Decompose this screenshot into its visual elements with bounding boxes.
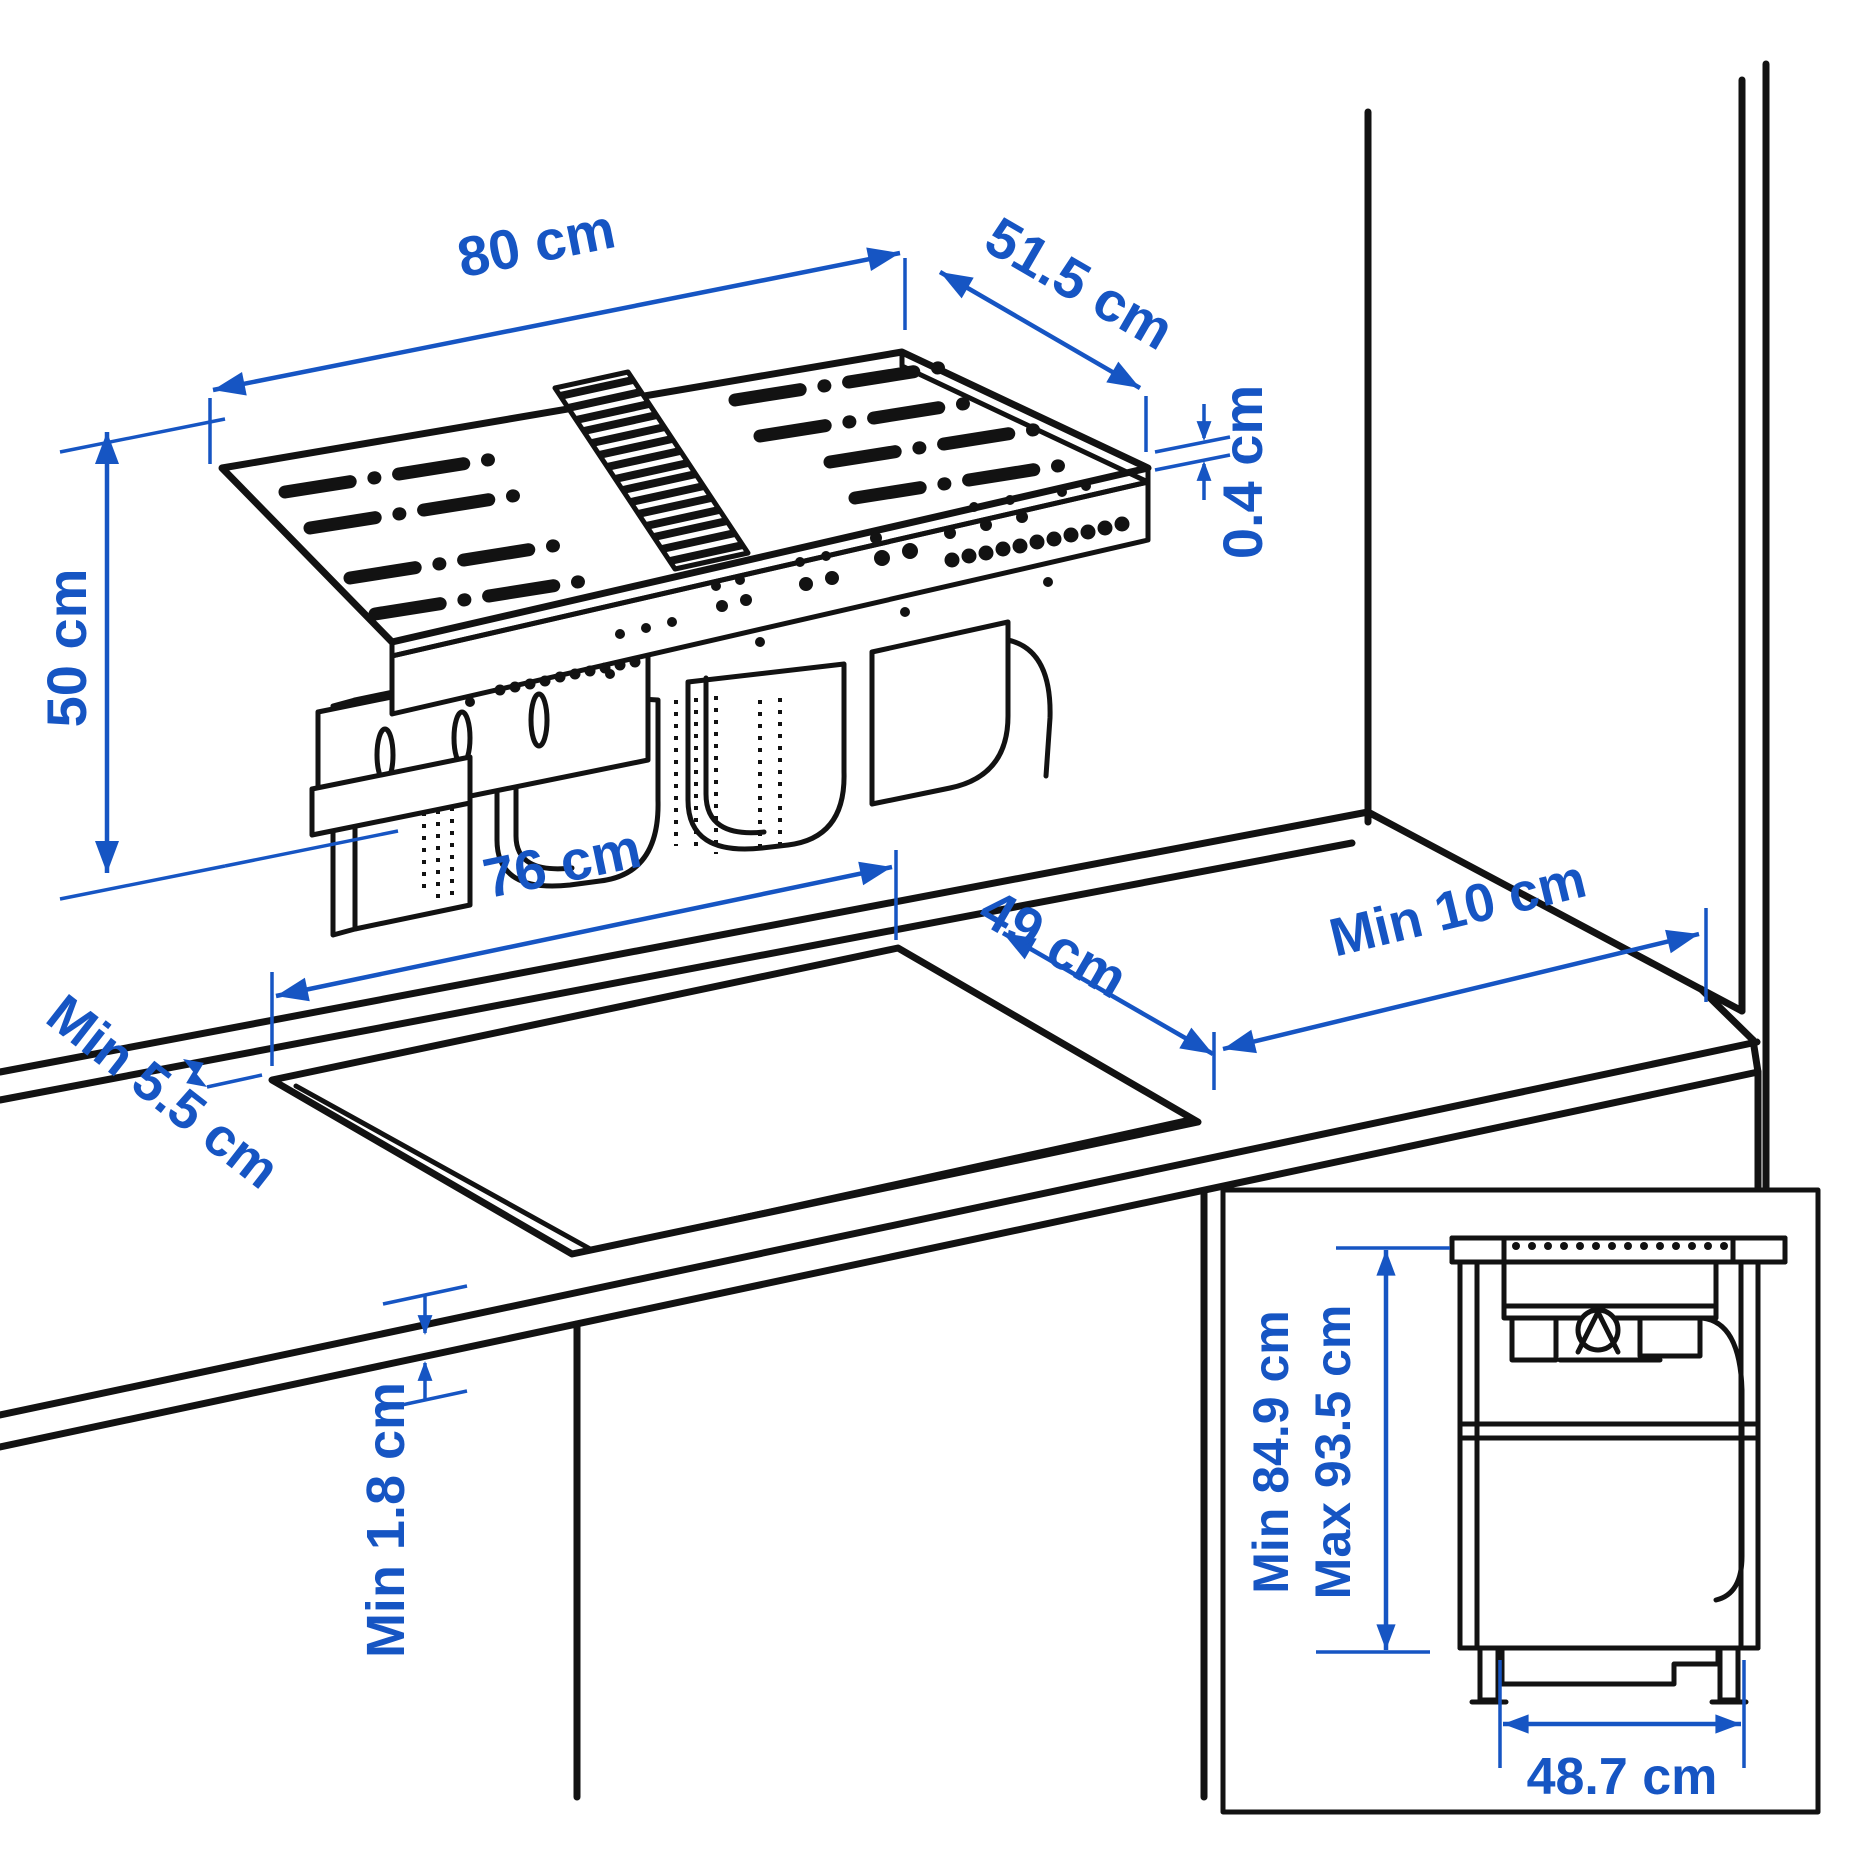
dimension-cabinet-height: Min 84.9 cm Max 93.5 cm [1243, 1246, 1450, 1654]
section-hob-left-flange [1449, 1235, 1507, 1265]
fan-scroll-right [685, 661, 847, 852]
label-worktop-thickness: Min 1.8 cm [356, 1382, 416, 1658]
right-wall-base [1364, 808, 1746, 1015]
cabinet-section-inset [1220, 1187, 1821, 1815]
section-leg-left [1477, 1645, 1501, 1703]
worktop-corner-edge [1749, 1036, 1762, 1076]
label-hob-width: 80 cm [452, 196, 620, 289]
apron-perforations [465, 516, 1130, 707]
worktop-cutout-inner-face [293, 1083, 1189, 1253]
section-motor-bracket [1575, 1309, 1621, 1355]
touch-controls [615, 481, 1091, 639]
label-glass-thickness: 0.4 cm [1211, 385, 1274, 559]
label-cabinet-height-min: Min 84.9 cm [1243, 1310, 1299, 1593]
glass-right-thickness [899, 363, 1151, 485]
extractor-foot [309, 754, 473, 838]
back-wall-base [0, 808, 1372, 1076]
fan-scroll-right-inner [703, 675, 767, 836]
dimension-glass-thickness: 0.4 cm [1154, 385, 1274, 559]
dimension-worktop-thickness: Min 1.8 cm [356, 1284, 468, 1658]
fan-scroll-left-inner [513, 691, 575, 872]
label-cabinet-height-max: Max 93.5 cm [1305, 1305, 1361, 1600]
dimension-unit-height: 50 cm [35, 417, 399, 901]
section-plenum [1501, 1259, 1719, 1321]
worktop-front-top-edge [0, 1038, 1761, 1419]
hob-extractor-unit [218, 348, 1152, 938]
section-motor-left [1509, 1315, 1559, 1363]
extractor-duct-box [869, 619, 1011, 807]
vent-slot [528, 691, 550, 749]
label-side-clearance: Min 10 cm [1324, 849, 1592, 969]
worktop-front-bottom-edge [0, 1068, 1762, 1451]
cooking-zones [278, 359, 1077, 621]
label-cabinet-width: 48.7 cm [1527, 1748, 1718, 1806]
worktop [0, 839, 1762, 1801]
worktop-rear-edge [0, 839, 1356, 1104]
room-walls [0, 60, 1770, 1194]
label-unit-height: 50 cm [35, 569, 98, 728]
section-leg-right [1717, 1645, 1741, 1703]
worktop-right-edge [1697, 985, 1757, 1044]
section-motor-right [1637, 1315, 1703, 1359]
extractor-grille [552, 369, 751, 572]
label-rear-clearance: Min 5.5 cm [36, 983, 291, 1200]
label-hob-depth: 51.5 cm [975, 204, 1184, 362]
section-grille-dots [1512, 1242, 1728, 1250]
dimension-rear-clearance: Min 5.5 cm [36, 983, 291, 1200]
section-plinth [1499, 1645, 1721, 1687]
dimension-cabinet-width: 48.7 cm [1498, 1660, 1746, 1806]
extractor-duct-elbow [1005, 637, 1053, 779]
section-hob-right-flange [1730, 1235, 1788, 1265]
worktop-cutout [268, 944, 1202, 1258]
